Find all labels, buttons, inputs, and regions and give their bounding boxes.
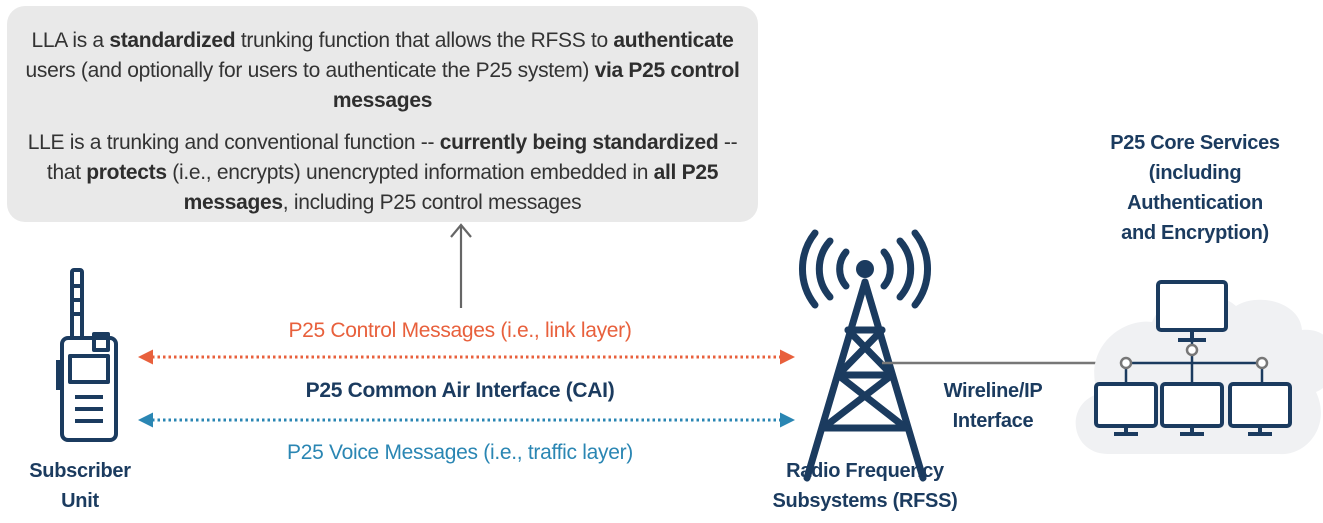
radio-handset-icon: [56, 268, 118, 442]
lla-text-4: authenticate: [613, 29, 734, 52]
cai-label: P25 Common Air Interface (CAI): [305, 379, 615, 402]
lla-definition: LLA is a standardized trunking function …: [21, 26, 744, 116]
monitor-icon-middle: [1160, 382, 1224, 436]
network-nodes: [1119, 343, 1269, 370]
core-label-line-2: (including: [1148, 162, 1242, 184]
lla-text-5: users (and optionally for users to authe…: [25, 59, 595, 82]
subscriber-label-line-2: Unit: [61, 490, 99, 512]
subscriber-unit-label: Subscriber Unit: [20, 456, 140, 516]
monitor-icon-right: [1228, 382, 1292, 436]
lle-definition: LLE is a trunking and conventional funct…: [21, 128, 744, 218]
radio-tower-icon: [799, 229, 931, 482]
core-label-line-3: Authentication: [1127, 192, 1263, 214]
subscriber-label-line-1: Subscriber: [29, 460, 131, 482]
wireline-interface-label: Wireline/IP Interface: [928, 376, 1058, 436]
callout-arrow: [450, 223, 472, 308]
rfss-label: Radio Frequency Subsystems (RFSS): [745, 456, 985, 516]
lle-text-4: protects: [86, 161, 167, 184]
monitor-icon-left: [1094, 382, 1158, 436]
lla-text-3: trunking function that allows the RFSS t…: [235, 29, 614, 52]
core-services-label: P25 Core Services (including Authenticat…: [1080, 128, 1310, 248]
wireline-label-line-1: Wireline/IP: [943, 380, 1043, 402]
lla-text-1: LLA is a: [31, 29, 110, 52]
rfss-label-line-1: Radio Frequency: [786, 460, 944, 482]
rfss-label-line-2: Subsystems (RFSS): [772, 490, 958, 512]
lle-text-7: , including P25 control messages: [282, 191, 582, 214]
server-monitor-icon: [1156, 280, 1228, 342]
lle-text-5: (i.e., encrypts) unencrypted information…: [166, 161, 654, 184]
wireline-label-line-2: Interface: [952, 410, 1034, 432]
core-label-line-1: P25 Core Services: [1110, 132, 1280, 154]
lle-text-6: all P25 messages: [183, 161, 719, 214]
voice-messages-label: P25 Voice Messages (i.e., traffic layer): [287, 441, 633, 464]
lle-text-2: currently being standardized: [439, 131, 719, 154]
definition-callout: LLA is a standardized trunking function …: [7, 6, 758, 222]
lle-text-3: -- that: [46, 131, 738, 184]
lla-text-2: standardized: [109, 29, 236, 52]
lle-text-1: LLE is a trunking and conventional funct…: [27, 131, 440, 154]
control-messages-label: P25 Control Messages (i.e., link layer): [288, 319, 632, 342]
lla-text-6: via P25 control messages: [332, 59, 740, 112]
core-label-line-4: and Encryption): [1121, 222, 1269, 244]
